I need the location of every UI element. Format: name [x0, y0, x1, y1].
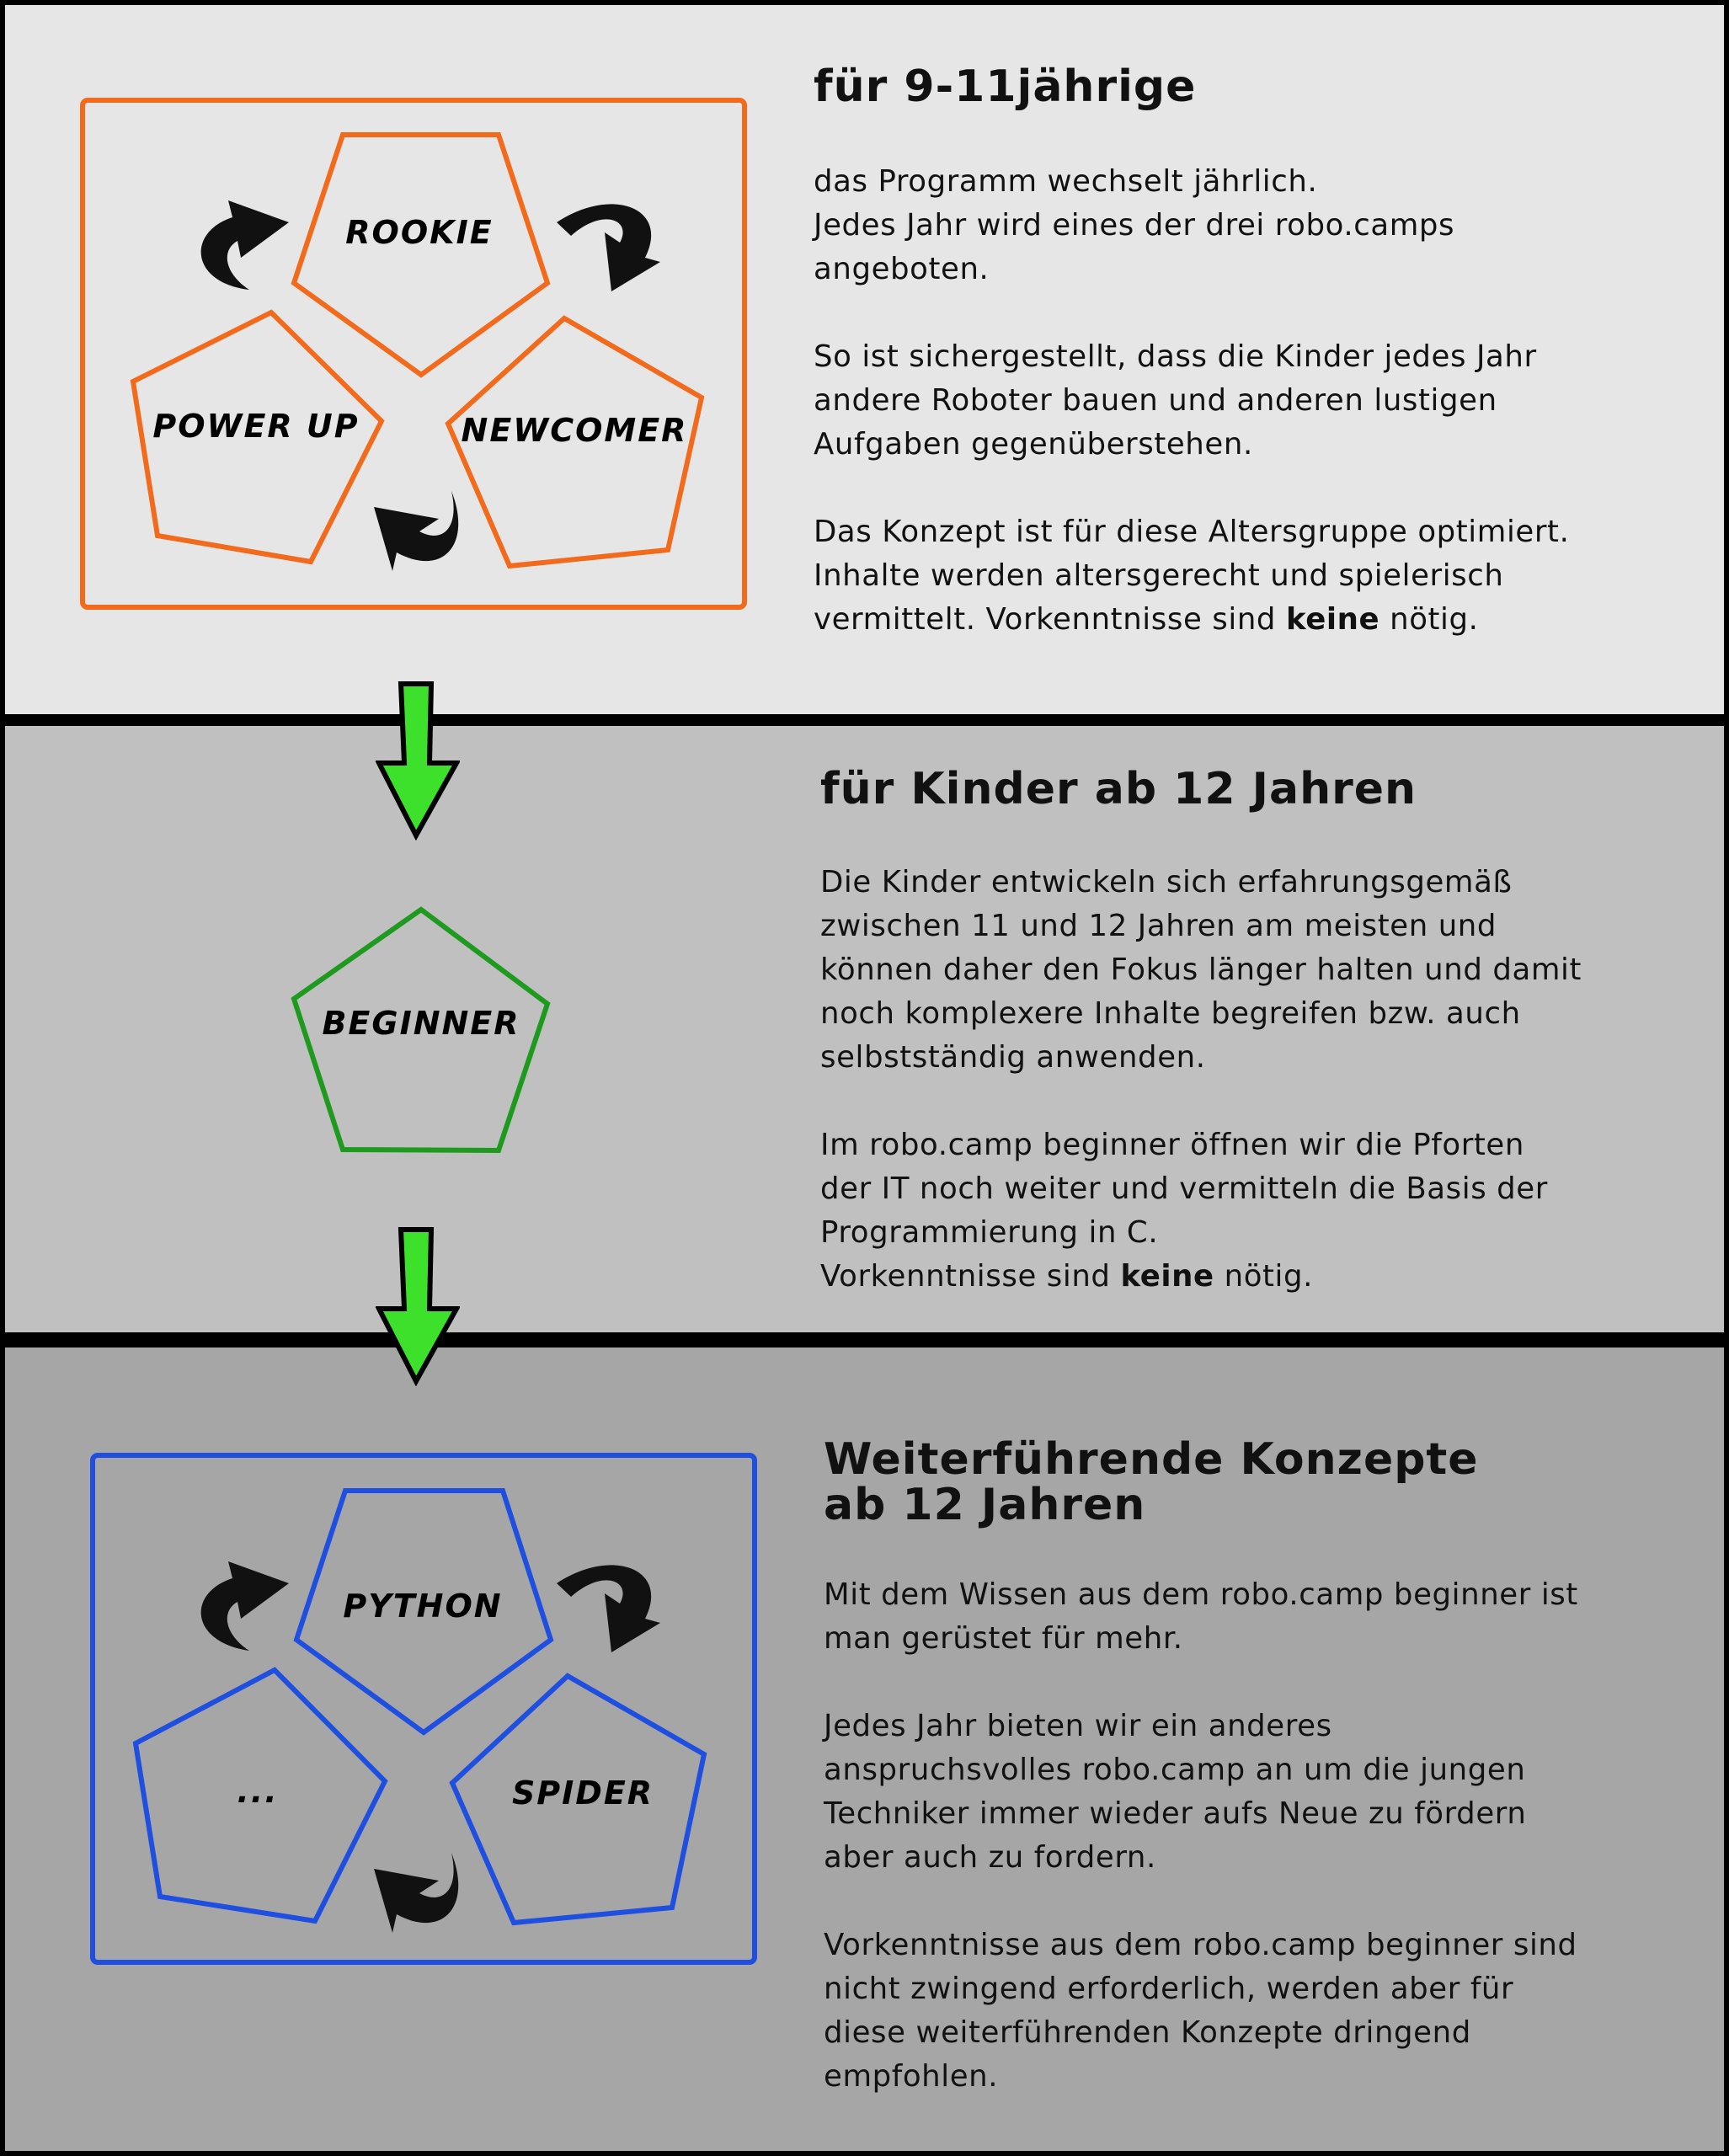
curved-arrow-icon	[374, 491, 459, 571]
paragraph: Die Kinder entwickeln sich erfahrungsgem…	[820, 865, 1582, 1075]
curved-arrow-icon	[200, 200, 289, 290]
pentagon-newcomer	[445, 315, 705, 569]
cycle-diagram-blue: PYTHON ... SPIDER	[90, 1453, 757, 1965]
heading: Weiterführende Konzepte ab 12 Jahren	[824, 1434, 1479, 1530]
paragraph: das Programm wechselt jährlich. Jedes Ja…	[814, 164, 1455, 286]
paragraph: Jedes Jahr bieten wir ein anderes anspru…	[824, 1709, 1527, 1875]
label-power-up: POWER UP	[152, 408, 359, 445]
paragraph: So ist sichergestellt, dass die Kinder j…	[814, 339, 1537, 462]
curved-arrow-icon	[557, 1565, 660, 1652]
pentagon-python	[293, 1488, 554, 1736]
label-rookie: ROOKIE	[345, 214, 493, 251]
pentagon-ellipsis	[132, 1667, 388, 1924]
pentagon-spider	[449, 1673, 707, 1926]
heading: für Kinder ab 12 Jahren	[820, 764, 1417, 814]
text: nötig.	[1379, 602, 1479, 637]
section-9-11: ROOKIE POWER UP NEWCOMER für 9-11jährige…	[5, 5, 1724, 714]
beginner-diagram: BEGINNER	[291, 906, 551, 1154]
frame-orange	[80, 98, 747, 610]
cycle-diagram-orange: ROOKIE POWER UP NEWCOMER	[80, 98, 747, 610]
curved-arrow-icon	[374, 1853, 459, 1933]
label-ellipsis: ...	[237, 1773, 278, 1810]
pentagon-power-up	[130, 309, 385, 565]
down-arrow-icon	[376, 681, 460, 841]
curved-arrow-icon	[557, 204, 660, 291]
paragraph: Vorkenntnisse aus dem robo.camp beginner…	[824, 1928, 1577, 2094]
text: Im robo.camp beginner öffnen wir die Pfo…	[820, 1128, 1548, 1294]
down-arrow-icon	[376, 1227, 460, 1386]
curved-arrow-icon	[200, 1561, 289, 1651]
label-newcomer: NEWCOMER	[462, 412, 688, 449]
section-weiterfuehrend: PYTHON ... SPIDER Weiterführende Konzept…	[5, 1348, 1724, 2151]
section-ab-12: BEGINNER für Kinder ab 12 Jahren Die Kin…	[5, 726, 1724, 1332]
paragraph: Im robo.camp beginner öffnen wir die Pfo…	[820, 1123, 1548, 1299]
bold-word: keine	[1120, 1259, 1214, 1294]
pentagon-rookie	[291, 132, 551, 378]
heading: für 9-11jährige	[814, 61, 1197, 112]
pentagon-beginner	[291, 906, 551, 1154]
text: Das Konzept ist für diese Altersgruppe o…	[814, 515, 1570, 637]
text: nötig.	[1214, 1259, 1314, 1294]
label-python: PYTHON	[343, 1588, 502, 1625]
paragraph: Das Konzept ist für diese Altersgruppe o…	[814, 510, 1569, 642]
frame-blue	[90, 1453, 757, 1965]
paragraph: Mit dem Wissen aus dem robo.camp beginne…	[824, 1577, 1578, 1656]
label-spider: SPIDER	[512, 1774, 654, 1812]
bold-word: keine	[1285, 602, 1380, 637]
label-beginner: BEGINNER	[322, 1005, 520, 1042]
